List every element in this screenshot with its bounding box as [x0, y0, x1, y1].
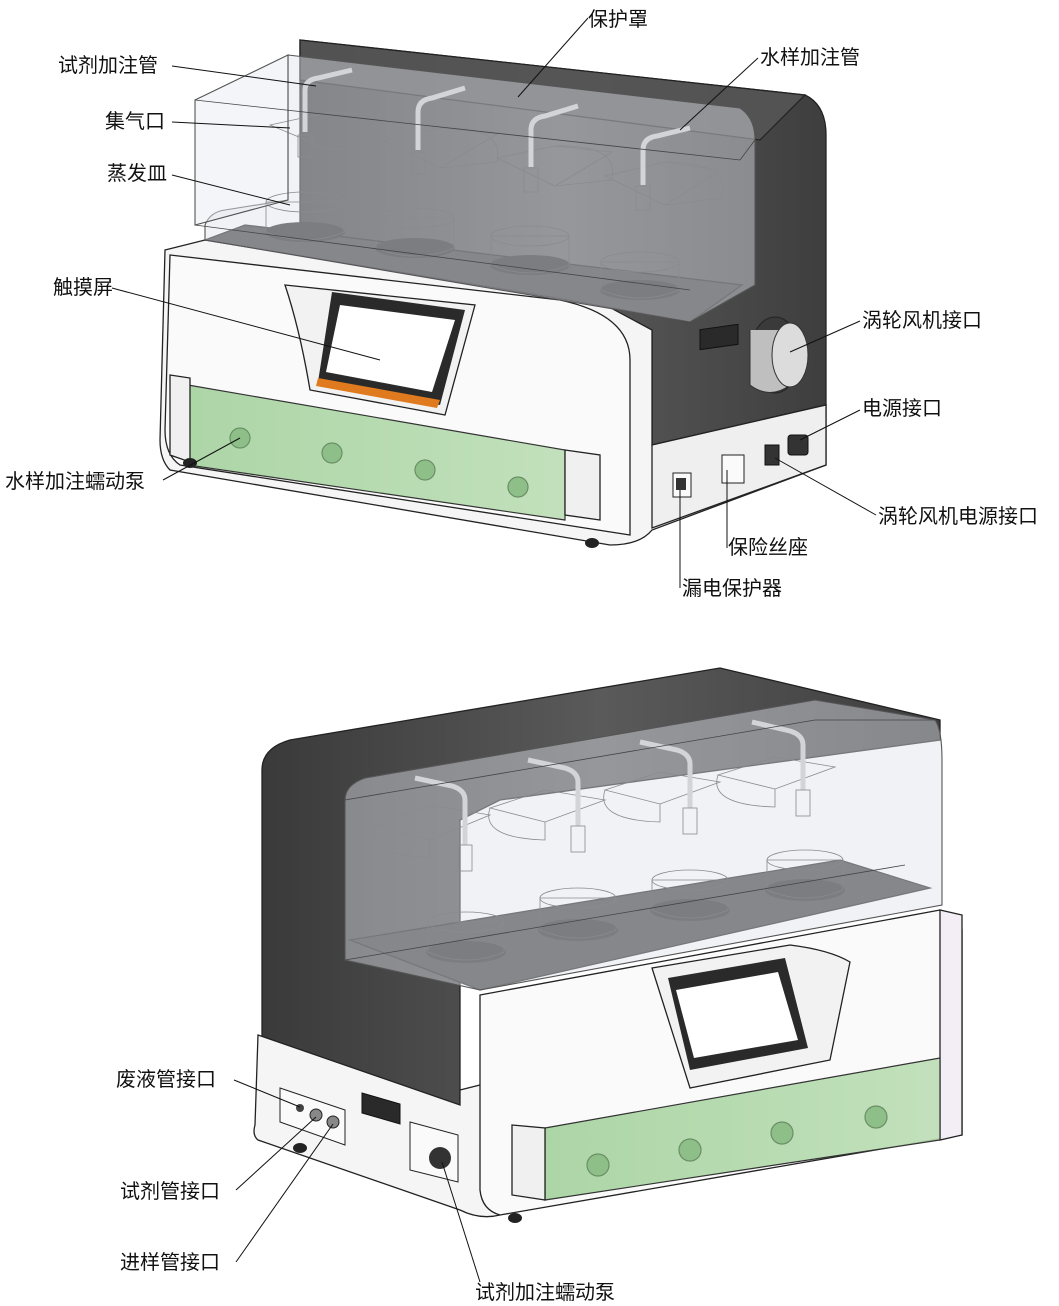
- device-rear-view: [253, 667, 963, 1223]
- evaporation-dish: [426, 911, 506, 963]
- leader-line: [233, 1079, 301, 1108]
- label-reagent-tube: 试剂加注管: [58, 53, 158, 77]
- label-gas-port: 集气口: [105, 109, 165, 133]
- label-fuse-holder: 保险丝座: [728, 535, 808, 559]
- leader-line: [171, 174, 291, 206]
- gas-collector: [603, 125, 724, 211]
- pump-panel-bracket-right: [564, 449, 601, 521]
- gas-collector: [603, 739, 722, 835]
- leader-line: [162, 437, 241, 481]
- label-blower-power-port: 涡轮风机电源接口: [878, 504, 1038, 528]
- side-panel: [939, 909, 963, 1141]
- gas-collector: [373, 775, 492, 872]
- label-dish: 蒸发皿: [107, 161, 167, 185]
- label-shield: 保护罩: [588, 7, 648, 31]
- tube: [527, 757, 581, 826]
- pump-heads: [586, 1105, 888, 1177]
- leader-line: [171, 121, 291, 129]
- gas-collector: [716, 719, 837, 817]
- reagent-port: [309, 1108, 323, 1122]
- vent-slot: [699, 323, 739, 351]
- labels-diagram-b: 废液管接口 试剂管接口 进样管接口 试剂加注蠕动泵: [116, 1067, 615, 1304]
- gas-collector-group: [373, 719, 837, 872]
- blower-power-socket: [764, 444, 780, 466]
- label-sample-pump: 水样加注蠕动泵: [5, 469, 145, 493]
- tube: [415, 85, 466, 150]
- label-blower-port: 涡轮风机接口: [862, 308, 982, 332]
- tube: [751, 719, 806, 790]
- label-power-port: 电源接口: [862, 396, 942, 420]
- gas-collector: [495, 103, 614, 193]
- label-sample-tube: 水样加注管: [760, 45, 860, 69]
- tube: [302, 67, 353, 132]
- protective-shield: [344, 699, 943, 991]
- touch-screen: [326, 305, 455, 392]
- leader-line: [789, 320, 861, 353]
- gas-collector: [488, 757, 607, 853]
- pump-head: [770, 1121, 794, 1145]
- gas-collector: [381, 85, 499, 175]
- touch-screen: [676, 972, 798, 1058]
- label-inlet-port: 进样管接口: [120, 1250, 220, 1274]
- dish-group: [426, 849, 845, 963]
- leader-line: [679, 57, 759, 131]
- blower-port: [749, 316, 809, 394]
- leader-line: [235, 1123, 334, 1263]
- leader-line: [235, 1116, 317, 1191]
- gas-collector-group: [268, 67, 724, 211]
- evaporation-dish: [600, 251, 680, 300]
- vent-slot: [361, 1092, 401, 1125]
- label-waste-port: 废液管接口: [116, 1067, 216, 1091]
- shield-left-face: [194, 54, 289, 226]
- leader-line: [517, 17, 589, 98]
- pump-head: [864, 1105, 888, 1129]
- evaporation-dish: [765, 849, 845, 901]
- evaporation-dish: [490, 225, 570, 275]
- label-leakage-protector: 漏电保护器: [682, 576, 782, 600]
- pump-head: [507, 476, 529, 498]
- waste-port: [296, 1104, 304, 1112]
- accent-strip: [316, 378, 440, 408]
- tube: [528, 103, 579, 167]
- device-front-view: [159, 39, 827, 548]
- leader-line: [111, 287, 381, 361]
- evaporation-dish: [538, 887, 618, 941]
- leader-line: [171, 65, 317, 87]
- tube: [639, 739, 693, 808]
- pump-head: [586, 1153, 610, 1177]
- deck-plate: [202, 224, 744, 323]
- leader-line: [774, 457, 877, 516]
- gas-collector: [268, 67, 387, 158]
- label-touch-screen: 触摸屏: [53, 275, 113, 299]
- label-reagent-pump: 试剂加注蠕动泵: [475, 1280, 615, 1304]
- labels-diagram-a: 保护罩 试剂加注管 水样加注管 集气口 蒸发皿 触摸屏 涡轮风机接口 电源接口 …: [5, 7, 1038, 600]
- pump-panel-bracket-left: [511, 1124, 546, 1201]
- tube: [414, 775, 468, 845]
- pump-heads: [229, 427, 529, 498]
- pump-panel-bracket-left: [169, 374, 191, 463]
- leader-line: [441, 1161, 481, 1283]
- pump-head: [321, 442, 343, 464]
- protective-shield: [204, 54, 756, 323]
- label-reagent-port: 试剂管接口: [120, 1179, 220, 1203]
- tube: [640, 125, 691, 185]
- power-socket: [787, 434, 809, 456]
- inlet-port: [326, 1115, 340, 1129]
- housing-top: [299, 39, 807, 141]
- pump-head: [678, 1138, 702, 1162]
- pump-head: [414, 459, 436, 481]
- leader-line: [799, 409, 861, 441]
- fuse-holder: [721, 454, 745, 484]
- rear-housing: [261, 667, 941, 1111]
